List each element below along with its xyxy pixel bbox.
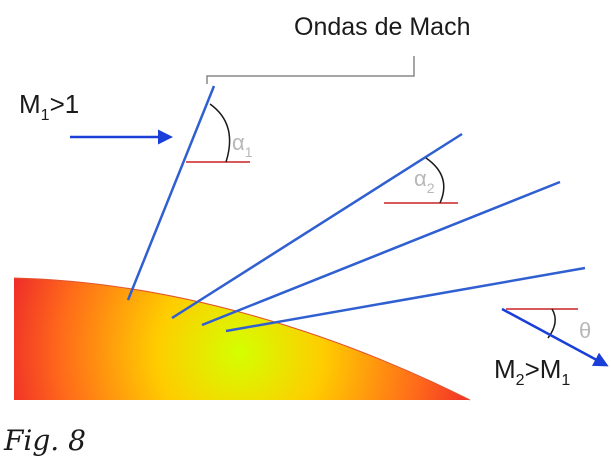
mach-wave-2: [171, 132, 463, 320]
inflow-label: M1>1: [19, 89, 79, 124]
mach-wave-3: [201, 180, 561, 327]
body-surface-edge: [13, 277, 471, 401]
angle-arc-alpha2: [425, 157, 445, 204]
angle-arc-alpha1: [209, 103, 231, 163]
alpha1-label: α1: [232, 130, 253, 160]
mach-wave-1: [126, 85, 216, 301]
convex-body: [14, 278, 470, 400]
theta-label: θ: [579, 318, 591, 343]
alpha2-label: α2: [414, 166, 435, 196]
figure-caption: Fig. 8: [3, 424, 86, 457]
outflow-label: M2>M1: [494, 354, 570, 389]
mach-wave-4: [225, 266, 586, 333]
outflow-arrow: [501, 307, 609, 367]
mach-waves-bracket: [206, 56, 415, 84]
mach-waves-label: Ondas de Mach: [294, 13, 471, 41]
